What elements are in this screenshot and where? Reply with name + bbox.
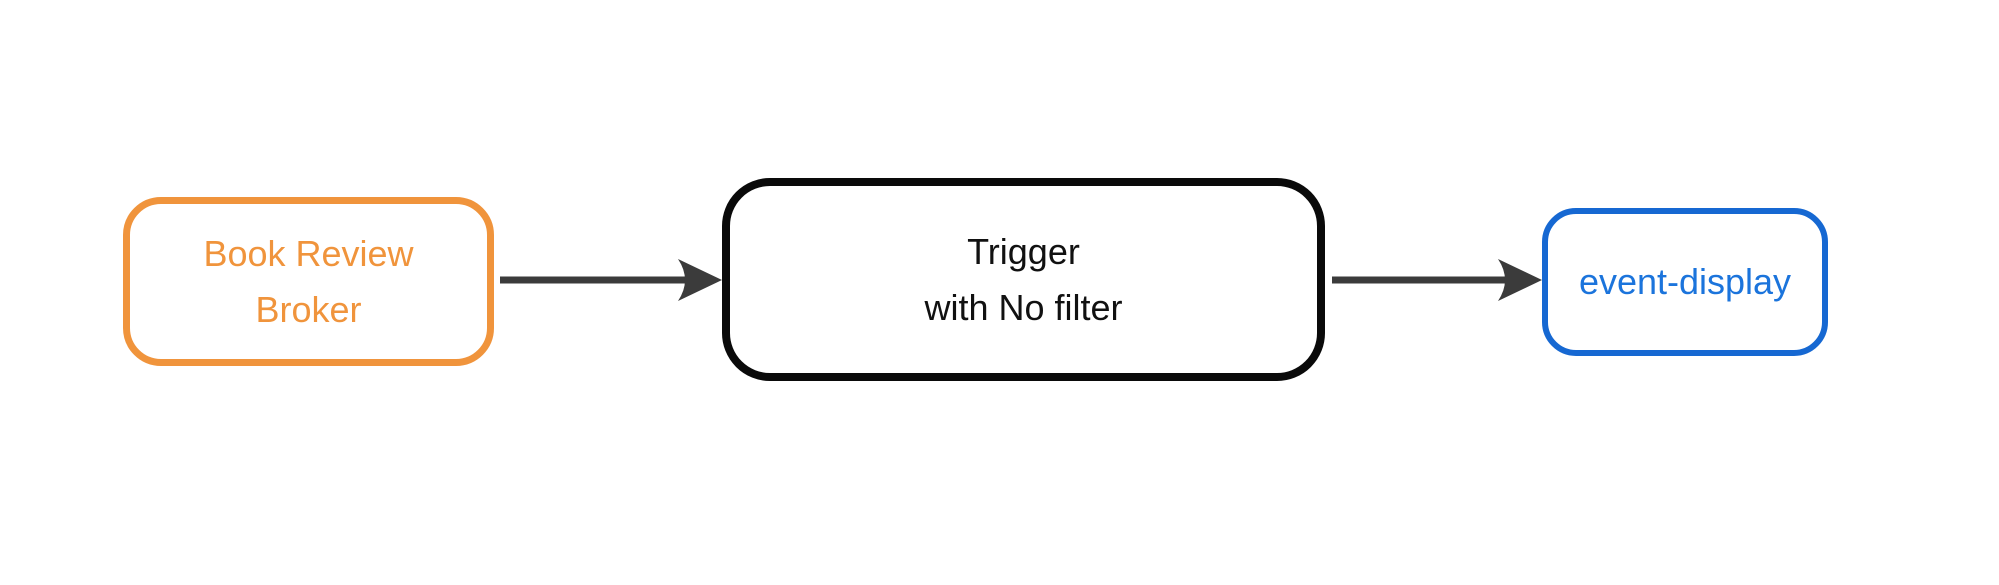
node-book-review-broker: Book Review Broker (123, 197, 494, 366)
node-label: event-display (1579, 254, 1791, 310)
label-line: Trigger (967, 230, 1080, 272)
node-label: Book Review Broker (203, 226, 413, 338)
label-line: with No filter (924, 286, 1123, 328)
node-label: Trigger with No filter (924, 224, 1122, 336)
label-line: Book Review (203, 232, 414, 274)
label-line: event-display (1578, 261, 1792, 302)
edge-trigger-to-event-display (1332, 259, 1542, 301)
edge-arrowhead (678, 259, 722, 301)
label-line: Broker (255, 288, 362, 330)
edge-arrowhead (1498, 259, 1542, 301)
edge-broker-to-trigger (500, 259, 722, 301)
node-trigger: Trigger with No filter (722, 178, 1325, 381)
node-event-display: event-display (1542, 208, 1828, 356)
